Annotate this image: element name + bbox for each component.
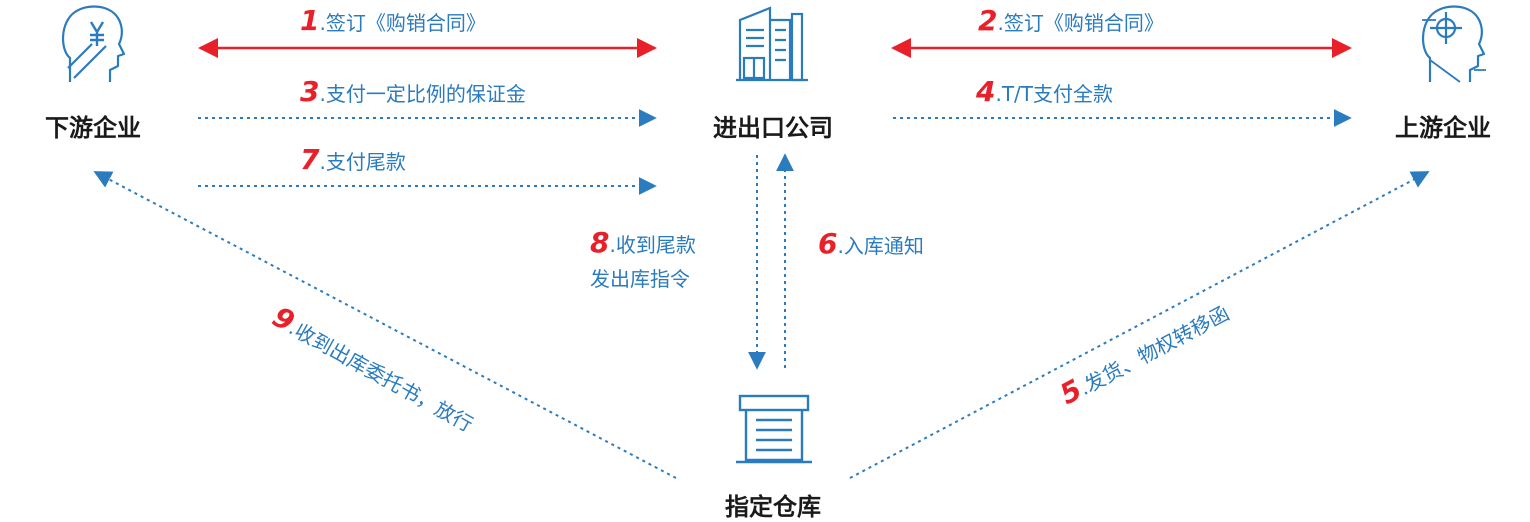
warehouse-icon (736, 394, 812, 464)
step-1-number: 1 (300, 4, 320, 37)
node-downstream-label: 下游企业 (45, 114, 141, 142)
shipment-arrow (849, 171, 1430, 479)
step-2-text: .签订《购销合同》 (997, 11, 1164, 35)
step-8-label: 8.收到尾款 发出库指令 (590, 226, 696, 296)
step-7-number: 7 (300, 143, 320, 176)
step-6-label: 6.入库通知 (818, 227, 924, 260)
node-warehouse-label: 指定仓库 (725, 493, 821, 521)
step-3-label: 3.支付一定比例的保证金 (300, 75, 526, 108)
node-upstream-label: 上游企业 (1395, 114, 1491, 142)
release-arrow (93, 171, 677, 479)
gear-head-icon (1422, 5, 1486, 83)
step-4-label: 4.T/T支付全款 (976, 75, 1113, 108)
step-2-label: 2.签订《购销合同》 (978, 4, 1164, 37)
step-3-number: 3 (300, 75, 320, 108)
step-8-number: 8 (590, 226, 610, 259)
building-icon (736, 6, 808, 82)
node-company-label: 进出口公司 (713, 114, 833, 142)
step-3-text: .支付一定比例的保证金 (319, 82, 526, 106)
step-1-text: .签订《购销合同》 (319, 11, 486, 35)
step-6-number: 6 (818, 227, 838, 260)
step-4-text: .T/T支付全款 (995, 82, 1114, 106)
step-7-label: 7.支付尾款 (300, 143, 406, 176)
step-7-text: .支付尾款 (319, 150, 406, 174)
step-6-text: .入库通知 (837, 234, 924, 258)
step-8-text: .收到尾款 (609, 233, 696, 257)
step-2-number: 2 (978, 4, 998, 37)
step-8-text-line2: 发出库指令 (590, 267, 690, 291)
yuan-head-icon (62, 5, 126, 82)
step-1-label: 1.签订《购销合同》 (300, 4, 486, 37)
step-4-number: 4 (976, 75, 996, 108)
